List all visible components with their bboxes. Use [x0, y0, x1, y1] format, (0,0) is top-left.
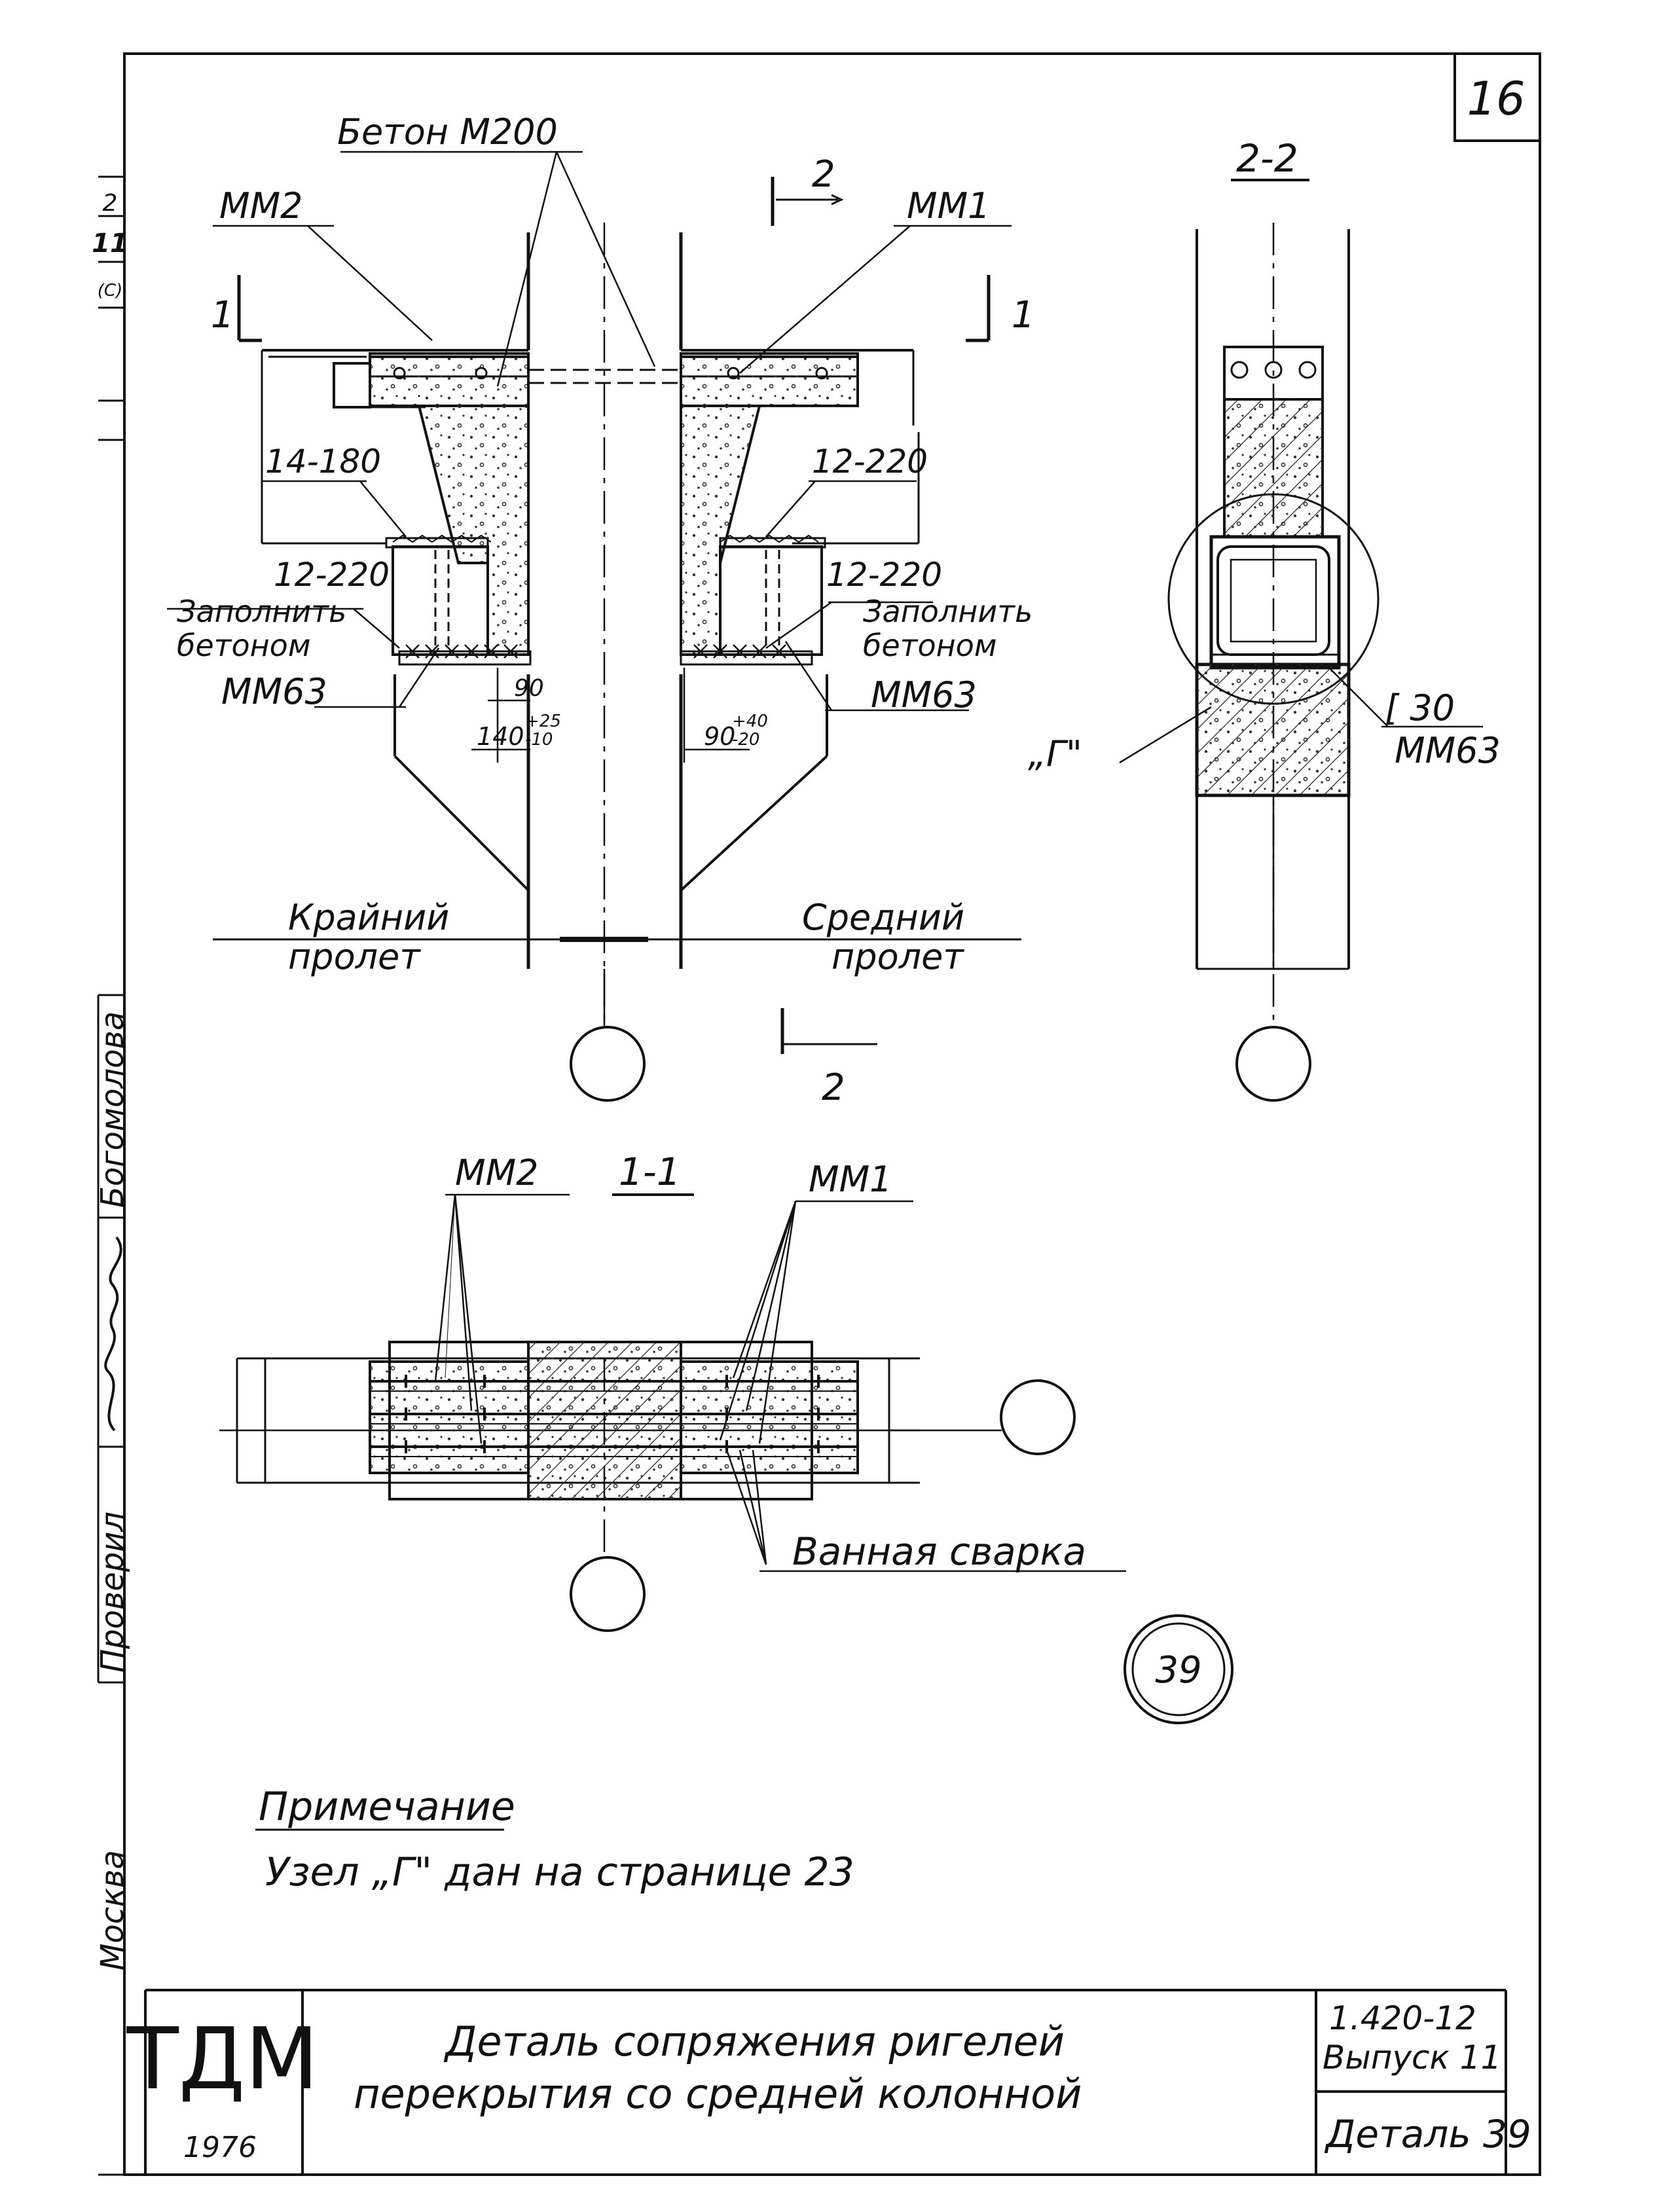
- section-11: [219, 1194, 1126, 1572]
- span-left-line2: пролет: [288, 936, 421, 977]
- signature: [104, 1236, 122, 1432]
- detail-badge: [1124, 1614, 1234, 1724]
- detail-label: Деталь 39: [1324, 2112, 1531, 2156]
- cut-2-bottom-label: 2: [822, 1066, 845, 1109]
- edge-mark-2: 2: [103, 190, 118, 217]
- mm63-section-label: ММ63: [1395, 730, 1501, 771]
- city-label: Москва: [94, 1850, 131, 1970]
- detail-badge-number: 39: [1155, 1649, 1201, 1692]
- bar-right-bottom: 12-220: [826, 556, 942, 594]
- section-22: [1119, 223, 1483, 1024]
- section-11-mm1: ММ1: [809, 1159, 892, 1200]
- span-right-line2: пролет: [832, 936, 964, 977]
- dim-90-right-tol-down: -20: [732, 730, 759, 750]
- span-left-line1: Крайний: [288, 897, 449, 938]
- span-right-line1: Средний: [802, 897, 964, 938]
- checked-name: Богомолова: [94, 1011, 131, 1208]
- fill-left-line1: Заполнить: [177, 594, 346, 629]
- note-text: Узел „Г" дан на странице 23: [265, 1849, 854, 1895]
- edge-mark-c: (С): [98, 281, 122, 300]
- concrete-label: Бетон М200: [337, 111, 558, 153]
- dim-140-tol-down: -10: [525, 730, 553, 750]
- section-11-mm2: ММ2: [455, 1152, 539, 1193]
- cut-1-left-label: 1: [211, 294, 234, 336]
- checked-label: Проверил: [94, 1512, 131, 1673]
- cut-2-top-label: 2: [812, 153, 835, 196]
- welding-label: Ванная сварка: [792, 1529, 1086, 1574]
- concrete-fill: [369, 355, 859, 656]
- beam-ends: [385, 367, 828, 666]
- dim-90-right: 90: [704, 722, 735, 751]
- dim-140: 140: [477, 722, 524, 751]
- dim-90-right-tol-up: +40: [732, 712, 768, 731]
- mm1-label: ММ1: [907, 185, 991, 227]
- mm63-right: ММ63: [871, 674, 977, 716]
- angle-label: [ 30: [1385, 687, 1455, 729]
- mm63-left: ММ63: [221, 671, 327, 712]
- title-line1: Деталь сопряжения ригелей: [443, 2018, 1065, 2065]
- note-heading: Примечание: [259, 1784, 515, 1830]
- issue-label: Выпуск 11: [1323, 2039, 1501, 2076]
- title-line2: перекрытия со средней колонной: [354, 2070, 1082, 2118]
- sheet-frame: [97, 52, 1541, 2176]
- bar-right-top: 12-220: [812, 443, 928, 480]
- logo: ТДМ: [126, 2009, 318, 2109]
- sheet-number: 16: [1467, 72, 1525, 126]
- edge-mark-11: 11: [92, 228, 128, 259]
- fill-right-line2: бетоном: [863, 628, 997, 663]
- cut-markers: [213, 177, 1021, 1054]
- section-11-title: 1-1: [619, 1150, 681, 1194]
- section-22-title: 2-2: [1236, 136, 1298, 181]
- dim-90-left: 90: [514, 675, 544, 702]
- cut-1-right-label: 1: [1012, 294, 1035, 336]
- axis-bubbles: [570, 1026, 1311, 1632]
- dim-140-tol-up: +25: [525, 712, 561, 731]
- bar-left-bottom: 12-220: [274, 556, 390, 594]
- node-g-label: „Г": [1028, 733, 1082, 774]
- fill-right-line1: Заполнить: [863, 594, 1033, 629]
- year: 1976: [183, 2131, 257, 2164]
- series-code: 1.420-12: [1329, 1999, 1476, 2037]
- fill-left-line2: бетоном: [177, 628, 311, 663]
- leaders: [167, 151, 1012, 763]
- mm2-label: ММ2: [219, 185, 303, 227]
- bar-left-top: 14-180: [265, 443, 381, 480]
